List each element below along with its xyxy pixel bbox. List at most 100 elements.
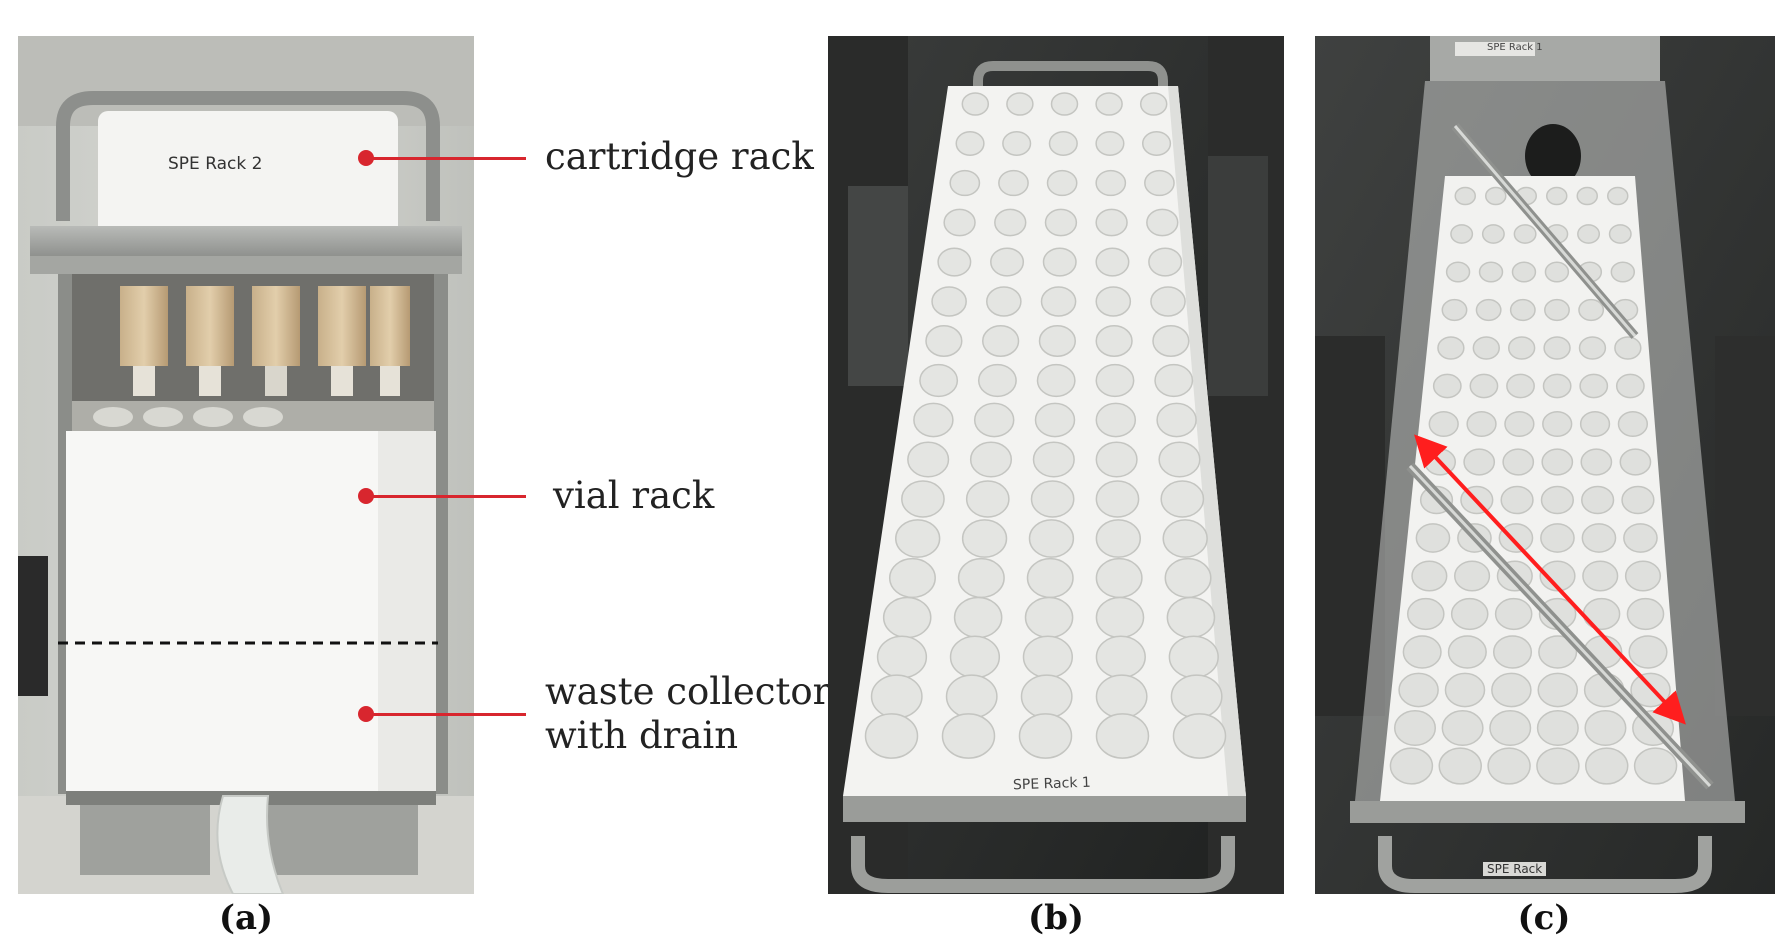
- well-hole: [913, 402, 954, 438]
- photo-panel-b: SPE Rack 1: [828, 36, 1284, 894]
- well-hole: [1584, 710, 1627, 746]
- well-hole: [882, 596, 932, 639]
- well-hole: [1095, 635, 1146, 679]
- well-hole: [937, 247, 972, 277]
- well-hole: [1040, 286, 1077, 317]
- leader-line-cartridge: [366, 157, 526, 160]
- well-hole: [1578, 336, 1607, 360]
- well-hole: [1500, 485, 1534, 515]
- well-hole: [1172, 713, 1227, 759]
- well-hole: [1020, 674, 1073, 719]
- well-hole: [1428, 411, 1459, 437]
- well-hole: [1389, 747, 1434, 785]
- well-hole: [1509, 298, 1536, 322]
- well-hole: [1030, 480, 1075, 518]
- photo-a-graphic: [18, 36, 474, 894]
- well-hole: [1154, 363, 1194, 398]
- well-hole: [1544, 298, 1570, 322]
- well-hole: [949, 169, 981, 197]
- well-hole: [1139, 92, 1168, 116]
- well-hole: [949, 635, 1001, 679]
- well-hole: [1164, 557, 1212, 599]
- well-hole: [973, 402, 1015, 438]
- well-hole: [1095, 325, 1133, 357]
- well-hole: [1050, 92, 1079, 116]
- well-hole: [1144, 169, 1175, 197]
- well-hole: [1491, 672, 1532, 708]
- rack-label-a: SPE Rack 2: [168, 154, 263, 174]
- well-hole: [1036, 363, 1076, 398]
- well-hole: [1582, 597, 1621, 631]
- well-hole: [1095, 441, 1138, 478]
- well-hole: [1582, 560, 1619, 592]
- well-hole: [1617, 411, 1649, 437]
- well-hole: [1481, 224, 1505, 244]
- well-hole: [1502, 448, 1535, 476]
- well-hole: [945, 674, 998, 719]
- well-hole: [1579, 411, 1611, 437]
- rack-label-c-bottom: SPE Rack: [1483, 862, 1547, 876]
- well-hole: [1002, 131, 1032, 156]
- well-hole: [1162, 519, 1208, 558]
- well-hole: [1158, 441, 1201, 478]
- well-hole: [1507, 336, 1536, 360]
- well-hole: [1095, 557, 1143, 599]
- well-hole: [1402, 635, 1442, 669]
- well-hole: [1437, 336, 1465, 360]
- well-hole: [1623, 523, 1658, 553]
- well-hole: [1398, 672, 1439, 708]
- well-hole: [1447, 635, 1487, 669]
- well-hole: [925, 325, 963, 357]
- well-hole: [1038, 325, 1076, 357]
- well-hole: [1581, 523, 1617, 553]
- well-hole: [888, 557, 936, 599]
- well-hole: [1034, 402, 1076, 438]
- label-vial-rack: vial rack: [553, 474, 715, 517]
- well-hole: [1487, 747, 1531, 785]
- well-hole: [1415, 523, 1451, 553]
- well-hole: [1579, 373, 1609, 399]
- well-hole: [931, 286, 967, 317]
- well-hole: [1628, 635, 1668, 669]
- well-hole: [1454, 560, 1491, 592]
- well-hole: [1544, 261, 1570, 283]
- well-hole: [1042, 247, 1077, 277]
- well-hole: [1006, 92, 1034, 116]
- well-hole: [1044, 208, 1078, 237]
- well-hole: [1166, 596, 1216, 639]
- well-hole: [943, 208, 976, 237]
- well-hole: [1624, 560, 1662, 592]
- well-hole: [1469, 373, 1499, 399]
- well-hole: [998, 169, 1029, 197]
- caption-a: (a): [218, 898, 274, 938]
- well-hole: [1542, 411, 1573, 437]
- well-hole: [941, 713, 996, 759]
- well-hole: [1095, 480, 1140, 518]
- well-hole: [961, 92, 990, 116]
- well-hole: [1432, 373, 1462, 399]
- well-hole: [961, 519, 1008, 558]
- well-hole: [990, 247, 1025, 277]
- well-hole: [1393, 710, 1437, 746]
- well-hole: [1022, 635, 1073, 679]
- well-hole: [994, 208, 1027, 237]
- well-hole: [1095, 713, 1150, 759]
- well-hole: [1485, 186, 1507, 206]
- well-hole: [986, 286, 1022, 317]
- photo-panel-a: SPE Rack 2: [18, 36, 474, 894]
- photo-c-graphic: [1315, 36, 1775, 894]
- well-hole: [1028, 519, 1075, 558]
- well-hole: [977, 363, 1017, 398]
- well-hole: [1095, 169, 1127, 197]
- well-hole: [1032, 441, 1075, 478]
- well-hole: [1048, 131, 1078, 156]
- well-hole: [1607, 186, 1629, 206]
- well-hole: [1475, 298, 1502, 322]
- well-hole: [1513, 224, 1537, 244]
- label-waste-collector: waste collector with drain: [545, 670, 831, 757]
- well-hole: [1095, 286, 1132, 317]
- well-hole: [1026, 557, 1074, 599]
- well-hole: [1489, 710, 1532, 746]
- well-hole: [1450, 224, 1474, 244]
- well-hole: [1148, 247, 1183, 277]
